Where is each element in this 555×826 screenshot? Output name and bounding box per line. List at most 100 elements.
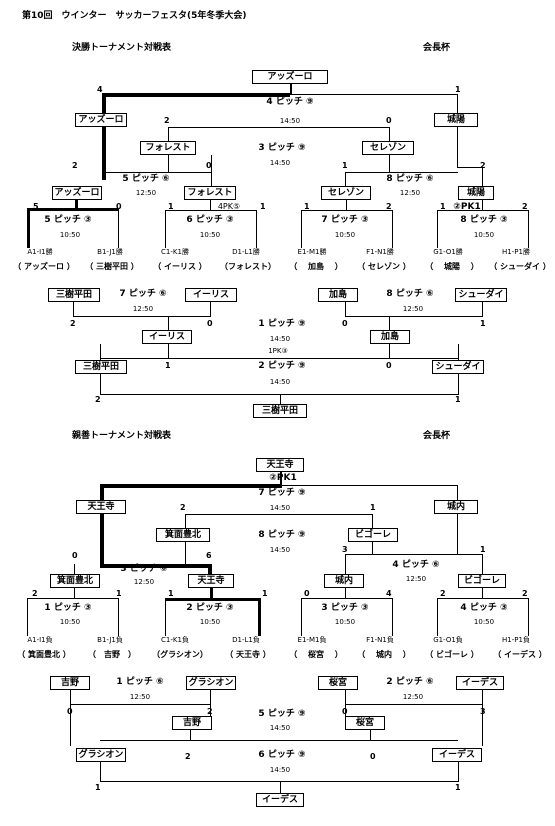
line: [345, 588, 346, 598]
team-box: ビゴーレ: [348, 528, 398, 542]
team-name: （ ビゴーレ ）: [425, 650, 479, 659]
slot-code: E1-M1勝: [297, 248, 327, 256]
line: [345, 704, 346, 716]
score: 1: [168, 589, 174, 598]
slot-code: B1-J1負: [97, 636, 123, 644]
team-box: イーデス: [456, 676, 504, 690]
line: [168, 127, 390, 128]
match-time: 14:50: [269, 335, 291, 343]
line: [345, 554, 483, 555]
line: [100, 484, 104, 500]
line: [100, 344, 101, 360]
match-time: 14:50: [269, 546, 291, 554]
score: 1: [370, 503, 376, 512]
score: 0: [386, 116, 392, 125]
score: 2: [522, 589, 528, 598]
page-title: 第10回 ウインター サッカーフェスタ(5年冬季大会): [22, 11, 247, 21]
team-name: （フォレスト）: [220, 262, 276, 271]
line: [100, 781, 459, 782]
line: [27, 598, 119, 599]
match-time: 10:50: [59, 618, 81, 626]
line: [210, 200, 211, 210]
team-box: ビゴーレ: [458, 574, 506, 588]
match-label: 4 ピッチ ⑨: [266, 97, 314, 107]
finals-title: 決勝トーナメント対戦表: [72, 43, 172, 53]
line: [258, 598, 261, 636]
match-label: 2 ピッチ ⑥: [386, 677, 434, 687]
team-name: （ イーリス ）: [153, 262, 207, 271]
score: 2: [70, 319, 76, 328]
line: [100, 484, 282, 488]
consolation-trophy: 会長杯: [423, 431, 451, 441]
match-time: 12:50: [129, 693, 151, 701]
line: [100, 514, 104, 566]
line: [73, 316, 211, 317]
line: [437, 210, 438, 248]
line: [168, 316, 169, 330]
match-time: 12:50: [402, 305, 424, 313]
line: [256, 210, 257, 248]
match-label: 1 ピッチ ⑥: [116, 677, 164, 687]
team-name: （グラシオン）: [152, 650, 208, 659]
team-name: （ 天王寺 ）: [225, 650, 271, 659]
pk-note: 4PK⑤: [217, 202, 241, 211]
score: 0: [206, 161, 212, 170]
line: [211, 155, 212, 186]
score: 0: [72, 551, 78, 560]
match-label: 3 ピッチ ③: [321, 603, 369, 613]
match-label: 8 ピッチ ⑥: [386, 174, 434, 184]
line: [100, 358, 458, 359]
slot-code: E1-M1負: [297, 636, 327, 644]
match-time: 14:50: [269, 724, 291, 732]
score: 0: [207, 319, 213, 328]
match-label: 6 ピッチ ⑨: [258, 750, 306, 760]
line: [27, 598, 28, 636]
slot-code: A1-I1負: [27, 636, 53, 644]
line: [165, 598, 261, 601]
score: 1: [440, 202, 446, 211]
line: [345, 172, 346, 186]
line: [185, 514, 186, 528]
team-name: （ イーデス ）: [493, 650, 547, 659]
team-box: セレゾン: [321, 186, 371, 200]
score: 2: [95, 395, 101, 404]
match-time: 14:50: [269, 504, 291, 512]
line: [345, 316, 483, 317]
score: 1: [95, 783, 101, 792]
score: 2: [164, 116, 170, 125]
slot-code: B1-J1勝: [97, 248, 123, 256]
match-label: 4 ピッチ ③: [460, 603, 508, 613]
score: 0: [67, 708, 73, 716]
line: [280, 485, 458, 486]
team-name: （ 城陽 ）: [425, 262, 479, 271]
line: [70, 690, 71, 704]
team-box: 城内: [324, 574, 364, 588]
line: [165, 598, 166, 636]
match-time: 10:50: [334, 231, 356, 239]
score: 1: [168, 202, 174, 211]
match-label: 5 ピッチ ⑨: [258, 709, 306, 719]
line: [280, 472, 282, 486]
match-time: 10:50: [473, 618, 495, 626]
match-time: 12:50: [135, 189, 157, 197]
line: [185, 542, 186, 564]
line: [118, 598, 119, 636]
line: [482, 302, 483, 316]
slot-code: H1-P1負: [502, 636, 530, 644]
line: [210, 588, 213, 598]
match-time: 10:50: [199, 618, 221, 626]
line: [482, 690, 483, 704]
match-label: 7 ピッチ ⑥: [119, 289, 167, 299]
match-label: 8 ピッチ ⑨: [258, 530, 306, 540]
line: [185, 514, 373, 515]
match-time: 14:50: [269, 378, 291, 386]
team-name: （ 箕面豊北 ）: [17, 650, 71, 659]
line: [301, 598, 393, 599]
line: [290, 94, 458, 95]
match-label: 8 ピッチ ⑥: [386, 289, 434, 299]
slot-code: H1-P1勝: [502, 248, 530, 256]
team-box: イーリス: [185, 288, 237, 302]
team-box: 三樹平田: [48, 288, 100, 302]
match-label: 8 ピッチ ③: [460, 215, 508, 225]
match-label: 2 ピッチ ⑨: [258, 361, 306, 371]
